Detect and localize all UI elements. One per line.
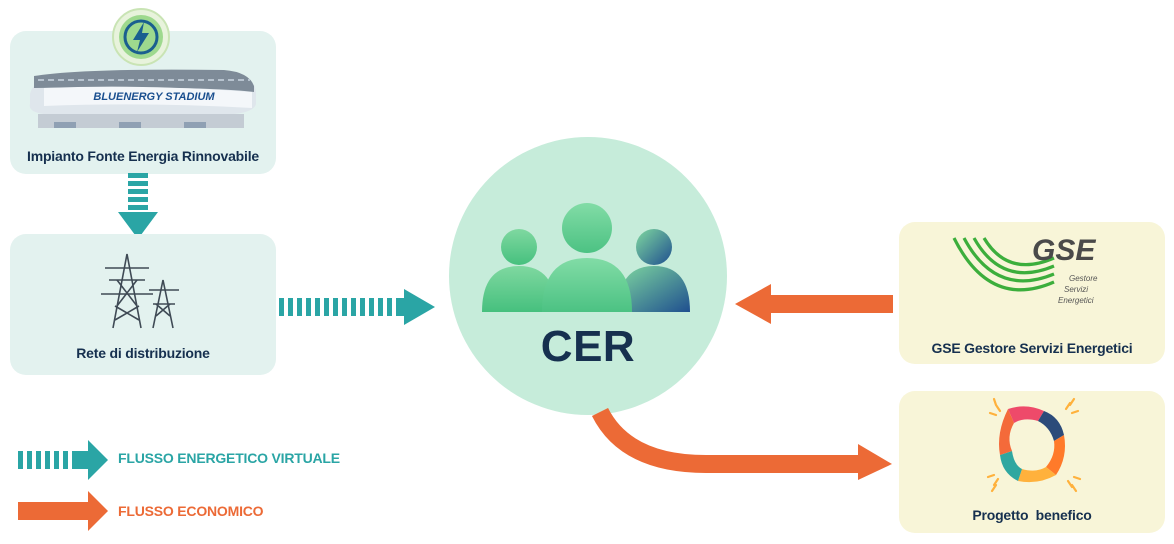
stadium-text: BLUENERGY STADIUM bbox=[93, 91, 215, 103]
gse-card: GSE Gestore Servizi Energetici bbox=[899, 222, 1165, 364]
progetto-label: Progetto benefico bbox=[972, 507, 1092, 523]
cer-label: CER bbox=[540, 322, 636, 371]
people-icon bbox=[482, 203, 690, 312]
economic-arrow-from-gse bbox=[735, 284, 893, 324]
legend-energy-label: FLUSSO ENERGETICO VIRTUALE bbox=[118, 450, 340, 466]
hands-icon bbox=[986, 397, 1082, 493]
rete-label: Rete di distribuzione bbox=[76, 345, 210, 361]
energy-arrow-right bbox=[279, 289, 435, 325]
gse-logo bbox=[952, 237, 1055, 292]
gse-logo-line1: Gestore bbox=[1069, 274, 1098, 283]
gse-logo-text: GSE bbox=[1032, 234, 1096, 267]
gse-logo-line3: Energetici bbox=[1058, 296, 1094, 305]
legend-economic-label: FLUSSO ECONOMICO bbox=[118, 503, 264, 519]
gse-logo-line2: Servizi bbox=[1064, 285, 1089, 294]
legend-economic-arrow bbox=[18, 491, 108, 531]
stadium-icon: BLUENERGY STADIUM bbox=[29, 69, 257, 128]
rete-card: Rete di distribuzione bbox=[10, 234, 276, 375]
energy-arrow-down bbox=[118, 173, 158, 239]
power-tower-icon bbox=[101, 253, 179, 329]
impianto-label: Impianto Fonte Energia Rinnovabile bbox=[27, 148, 259, 164]
lightning-icon bbox=[112, 8, 170, 66]
legend-energy-arrow bbox=[18, 440, 108, 480]
economic-arrow-to-progetto bbox=[591, 408, 892, 480]
gse-label: GSE Gestore Servizi Energetici bbox=[931, 340, 1133, 356]
